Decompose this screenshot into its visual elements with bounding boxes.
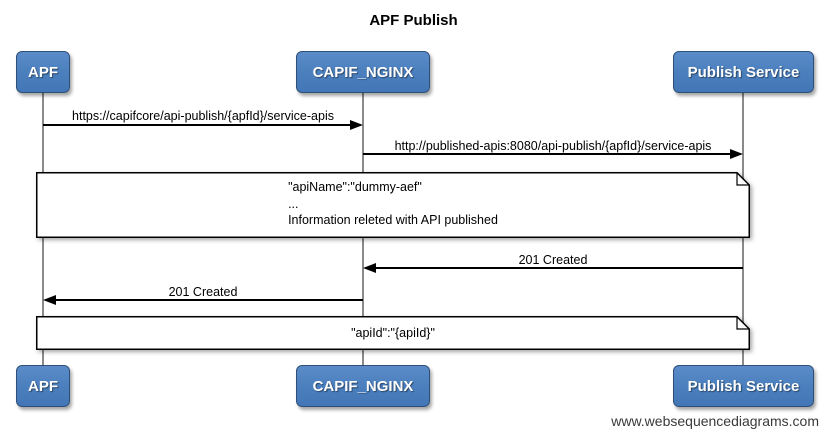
message-label-201-created-apf: 201 Created xyxy=(168,285,238,299)
arrow-right-icon xyxy=(730,149,743,159)
watermark: www.websequencediagrams.com xyxy=(611,413,819,429)
note-fold-icon xyxy=(736,316,750,330)
note-line: "apiId":"{apiId}" xyxy=(351,326,435,340)
message-label-publish-request: https://capifcore/api-publish/{apfId}/se… xyxy=(72,109,334,123)
actor-box-capif-nginx-bottom: CAPIF_NGINX xyxy=(296,365,430,407)
note-shape xyxy=(36,172,750,238)
message-line-201-created-apf xyxy=(56,299,363,301)
actor-label-apf: APF xyxy=(28,63,58,81)
note-line: "apiName":"dummy-aef" xyxy=(288,180,422,194)
note-api-id: "apiId":"{apiId}" xyxy=(36,316,750,350)
arrow-left-icon xyxy=(43,295,56,305)
diagram-title: APF Publish xyxy=(369,12,458,29)
message-label-201-created-publish: 201 Created xyxy=(518,253,588,267)
arrow-right-icon xyxy=(350,120,363,130)
message-line-publish-request xyxy=(43,124,351,126)
actor-label-publish-service: Publish Service xyxy=(687,63,800,81)
note-line: Information releted with API published xyxy=(288,213,498,227)
note-line: ... xyxy=(288,196,299,211)
actor-label-capif-nginx: CAPIF_NGINX xyxy=(312,377,414,395)
actor-box-apf-bottom: APF xyxy=(16,365,70,407)
actor-label-apf: APF xyxy=(28,377,58,395)
note-api-info: "apiName":"dummy-aef" ... Information re… xyxy=(36,172,750,238)
actor-box-publish-service-top: Publish Service xyxy=(673,51,814,93)
note-shape xyxy=(36,316,750,350)
arrow-left-icon xyxy=(363,263,376,273)
actor-box-publish-service-bottom: Publish Service xyxy=(673,365,814,407)
message-label-forward-request: http://published-apis:8080/api-publish/{… xyxy=(394,139,712,153)
actor-box-apf-top: APF xyxy=(16,51,70,93)
actor-box-capif-nginx-top: CAPIF_NGINX xyxy=(296,51,430,93)
actor-label-capif-nginx: CAPIF_NGINX xyxy=(312,63,414,81)
actor-label-publish-service: Publish Service xyxy=(687,377,800,395)
note-fold-icon xyxy=(736,172,750,186)
message-line-forward-request xyxy=(363,153,730,155)
message-line-201-created-publish xyxy=(376,267,743,269)
